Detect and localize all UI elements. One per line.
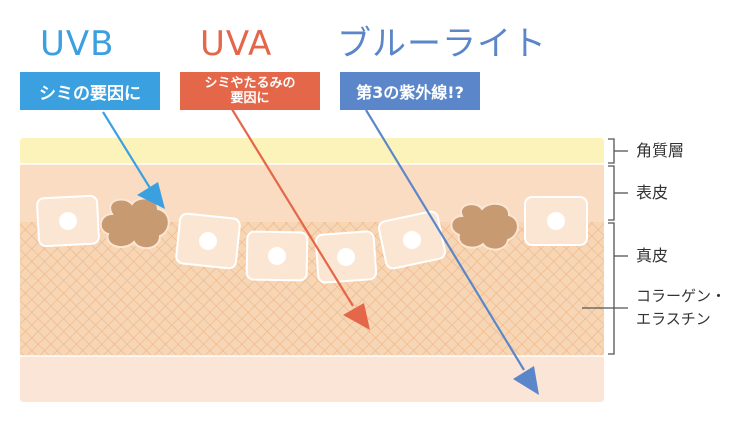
uvb-badge: シミの要因に	[20, 72, 160, 110]
pigment-spot	[99, 197, 170, 250]
skin-cell	[245, 230, 309, 282]
uvb-title: UVB	[40, 24, 115, 64]
epidermis-label: 表皮	[636, 183, 669, 202]
collagen-label-line-1: コラーゲン・	[636, 287, 727, 305]
dermis-label: 真皮	[636, 246, 669, 265]
collagen-elastin-label: コラーゲン・ エラスチン	[636, 285, 726, 331]
uva-badge-line-1: シミやたるみの	[204, 76, 296, 91]
uva-badge: シミやたるみの 要因に	[180, 72, 320, 110]
stratum-corneum-layer	[20, 138, 604, 164]
layer-bracket	[582, 138, 628, 355]
uvb-badge-text: シミの要因に	[39, 83, 141, 104]
blue-light-badge-text: 第3の紫外線!?	[356, 83, 464, 102]
uva-arrow	[229, 105, 370, 330]
uva-title: UVA	[200, 24, 273, 64]
pigment-spot	[450, 202, 519, 251]
skin-cell	[524, 196, 588, 246]
skin-cell	[175, 212, 241, 270]
uvb-arrow	[102, 111, 165, 209]
blue-light-badge: 第3の紫外線!?	[340, 72, 480, 110]
skin-cell	[36, 194, 100, 248]
skin-cell	[314, 230, 378, 284]
uva-badge-line-2: 要因に	[230, 91, 270, 106]
blue-light-arrow	[365, 109, 539, 395]
blue-light-title: ブルーライト	[337, 24, 547, 64]
subcutis-layer	[20, 356, 604, 402]
epidermis-layer	[20, 164, 604, 222]
collagen-label-line-2: エラスチン	[636, 310, 711, 328]
dermis-layer	[20, 222, 604, 356]
stratum-corneum-label: 角質層	[636, 141, 685, 160]
